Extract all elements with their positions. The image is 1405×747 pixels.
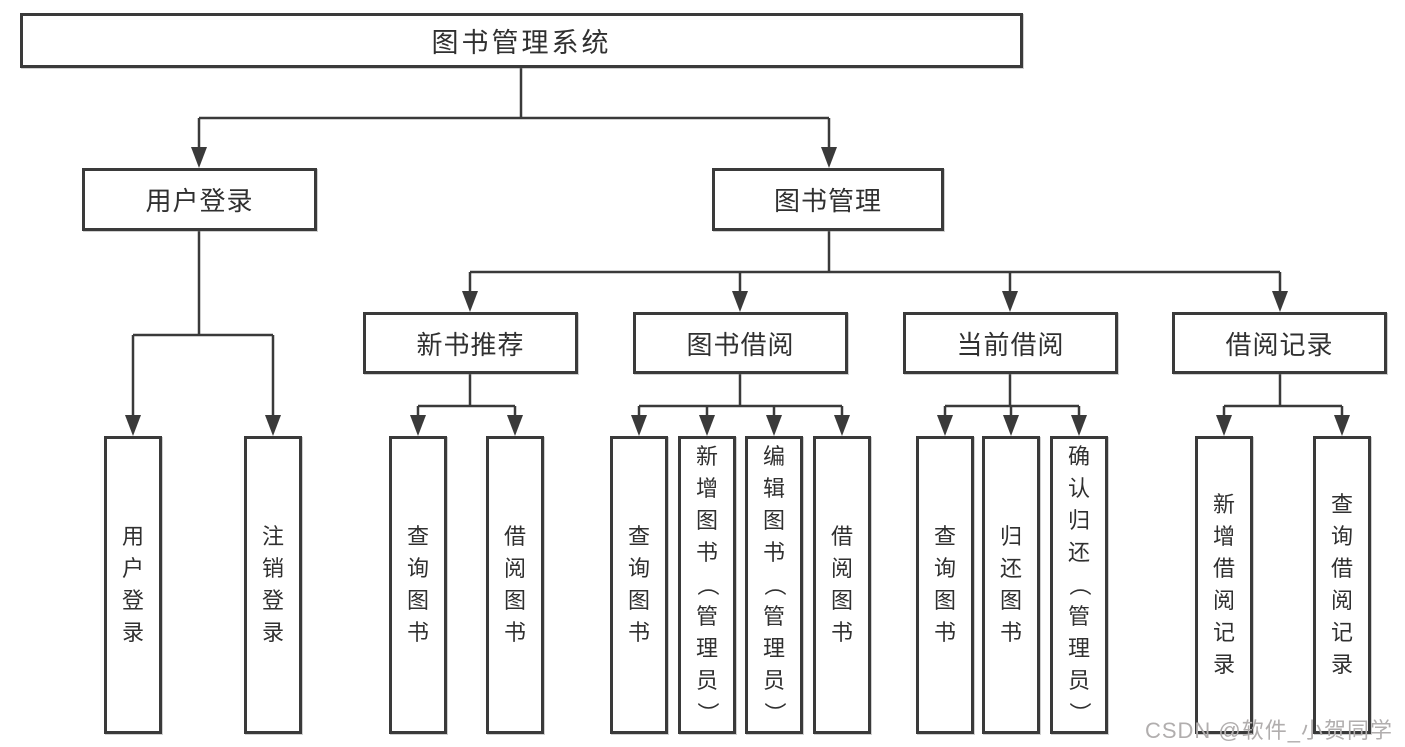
leaf-user-login: 用户登录 — [104, 436, 162, 734]
leaf-add-borrow-record: 新增借阅记录 — [1195, 436, 1253, 734]
node-book-borrow: 图书借阅 — [633, 312, 848, 374]
node-book-management: 图书管理 — [712, 168, 944, 231]
leaf-confirm-return-admin: 确认归还（管理员） — [1050, 436, 1108, 734]
leaf-logout: 注销登录 — [244, 436, 302, 734]
leaf-query-book-recommend: 查询图书 — [389, 436, 447, 734]
node-current-borrow: 当前借阅 — [903, 312, 1118, 374]
leaf-query-book-borrow: 查询图书 — [610, 436, 668, 734]
leaf-query-book-current: 查询图书 — [916, 436, 974, 734]
leaf-add-book-admin: 新增图书（管理员） — [678, 436, 736, 734]
node-borrow-records: 借阅记录 — [1172, 312, 1387, 374]
leaf-borrow-book: 借阅图书 — [813, 436, 871, 734]
leaf-borrow-book-recommend: 借阅图书 — [486, 436, 544, 734]
leaf-edit-book-admin: 编辑图书（管理员） — [745, 436, 803, 734]
arrowheads — [125, 147, 1350, 436]
leaf-query-borrow-record: 查询借阅记录 — [1313, 436, 1371, 734]
node-user-login: 用户登录 — [82, 168, 317, 231]
node-new-book-recommend: 新书推荐 — [363, 312, 578, 374]
node-root: 图书管理系统 — [20, 13, 1023, 68]
watermark-text: CSDN @软件_小贺同学 — [1144, 718, 1393, 743]
leaf-return-book: 归还图书 — [982, 436, 1040, 734]
